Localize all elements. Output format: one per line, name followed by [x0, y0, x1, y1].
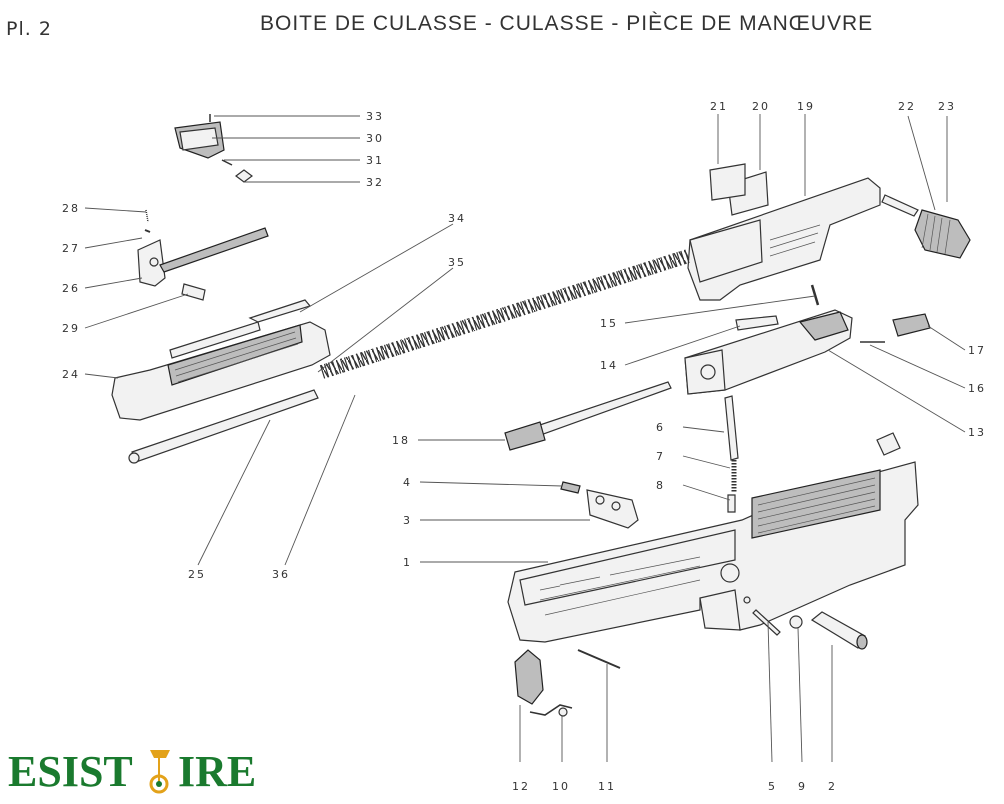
pin-part-5	[752, 609, 781, 636]
pin-part-8	[727, 494, 736, 513]
label-part-33: 33	[366, 110, 384, 123]
pin-part-11	[577, 649, 621, 669]
receiver-part-1	[507, 432, 919, 643]
part-27	[144, 229, 151, 233]
part-17	[892, 313, 931, 337]
label-part-16: 16	[968, 382, 986, 395]
label-part-27: 27	[62, 242, 80, 255]
label-part-22: 22	[898, 100, 916, 113]
spring-part-32	[235, 169, 253, 183]
label-part-14: 14	[600, 359, 618, 372]
block-part-29	[181, 283, 206, 301]
label-part-2: 2	[828, 780, 837, 793]
plate-label: Pl. 2	[6, 18, 52, 40]
label-part-17: 17	[968, 344, 986, 357]
label-part-23: 23	[938, 100, 956, 113]
label-part-35: 35	[448, 256, 466, 269]
label-part-1: 1	[403, 556, 412, 569]
page-title: BOITE DE CULASSE - CULASSE - PIÈCE DE MA…	[260, 12, 874, 35]
label-part-13: 13	[968, 426, 986, 439]
trigger-part-12	[514, 649, 544, 705]
label-part-3: 3	[403, 514, 412, 527]
pin-part-31	[221, 159, 233, 166]
part-14	[735, 315, 779, 331]
cylinder-part-2	[810, 611, 868, 650]
label-part-25: 25	[188, 568, 206, 581]
pin-part-28	[145, 209, 149, 223]
label-part-9: 9	[798, 780, 807, 793]
sight-part-30	[174, 121, 225, 159]
label-part-12: 12	[512, 780, 530, 793]
esistoire-logo: ESIST IRE	[0, 736, 256, 800]
label-part-36: 36	[272, 568, 290, 581]
label-part-29: 29	[62, 322, 80, 335]
label-part-28: 28	[62, 202, 80, 215]
plate-part-3	[586, 489, 639, 529]
label-part-31: 31	[366, 154, 384, 167]
bolt-part-13	[684, 309, 853, 395]
spring-part-10	[529, 704, 573, 717]
leader-lines	[84, 114, 966, 763]
label-part-21: 21	[710, 100, 728, 113]
rod-part-6	[724, 395, 739, 461]
pin-part-15	[810, 284, 820, 306]
part-number-labels: 1 2 3 4 5 6 7 8 9 10 11 12 13 14 15 16 1…	[62, 100, 986, 793]
label-part-5: 5	[768, 780, 777, 793]
pin-part-22	[881, 194, 919, 217]
label-part-24: 24	[62, 368, 80, 381]
label-part-30: 30	[366, 132, 384, 145]
label-part-11: 11	[598, 780, 616, 793]
handle-body-part-19	[687, 177, 881, 301]
label-part-15: 15	[600, 317, 618, 330]
washer-part-9	[789, 615, 803, 629]
label-part-34: 34	[448, 212, 466, 225]
svg-text:ESIST: ESIST	[8, 747, 133, 796]
label-part-19: 19	[797, 100, 815, 113]
svg-text:IRE: IRE	[178, 747, 256, 796]
label-part-26: 26	[62, 282, 80, 295]
label-part-8: 8	[656, 479, 665, 492]
guide-rod-part-25	[128, 389, 319, 464]
pad-part-21	[709, 163, 746, 201]
knob-part-23	[914, 209, 971, 259]
housing-part-24	[111, 321, 331, 421]
label-part-10: 10	[552, 780, 570, 793]
logo-graphic: ESIST IRE	[0, 736, 256, 800]
screw-part-4	[560, 481, 581, 494]
label-part-6: 6	[656, 421, 665, 434]
label-part-7: 7	[656, 450, 665, 463]
long-spring-part-35	[319, 249, 691, 379]
label-part-4: 4	[403, 476, 412, 489]
lever-part-26	[137, 227, 269, 287]
rod-part-18	[504, 381, 672, 451]
label-part-18: 18	[392, 434, 410, 447]
label-part-32: 32	[366, 176, 384, 189]
label-part-20: 20	[752, 100, 770, 113]
